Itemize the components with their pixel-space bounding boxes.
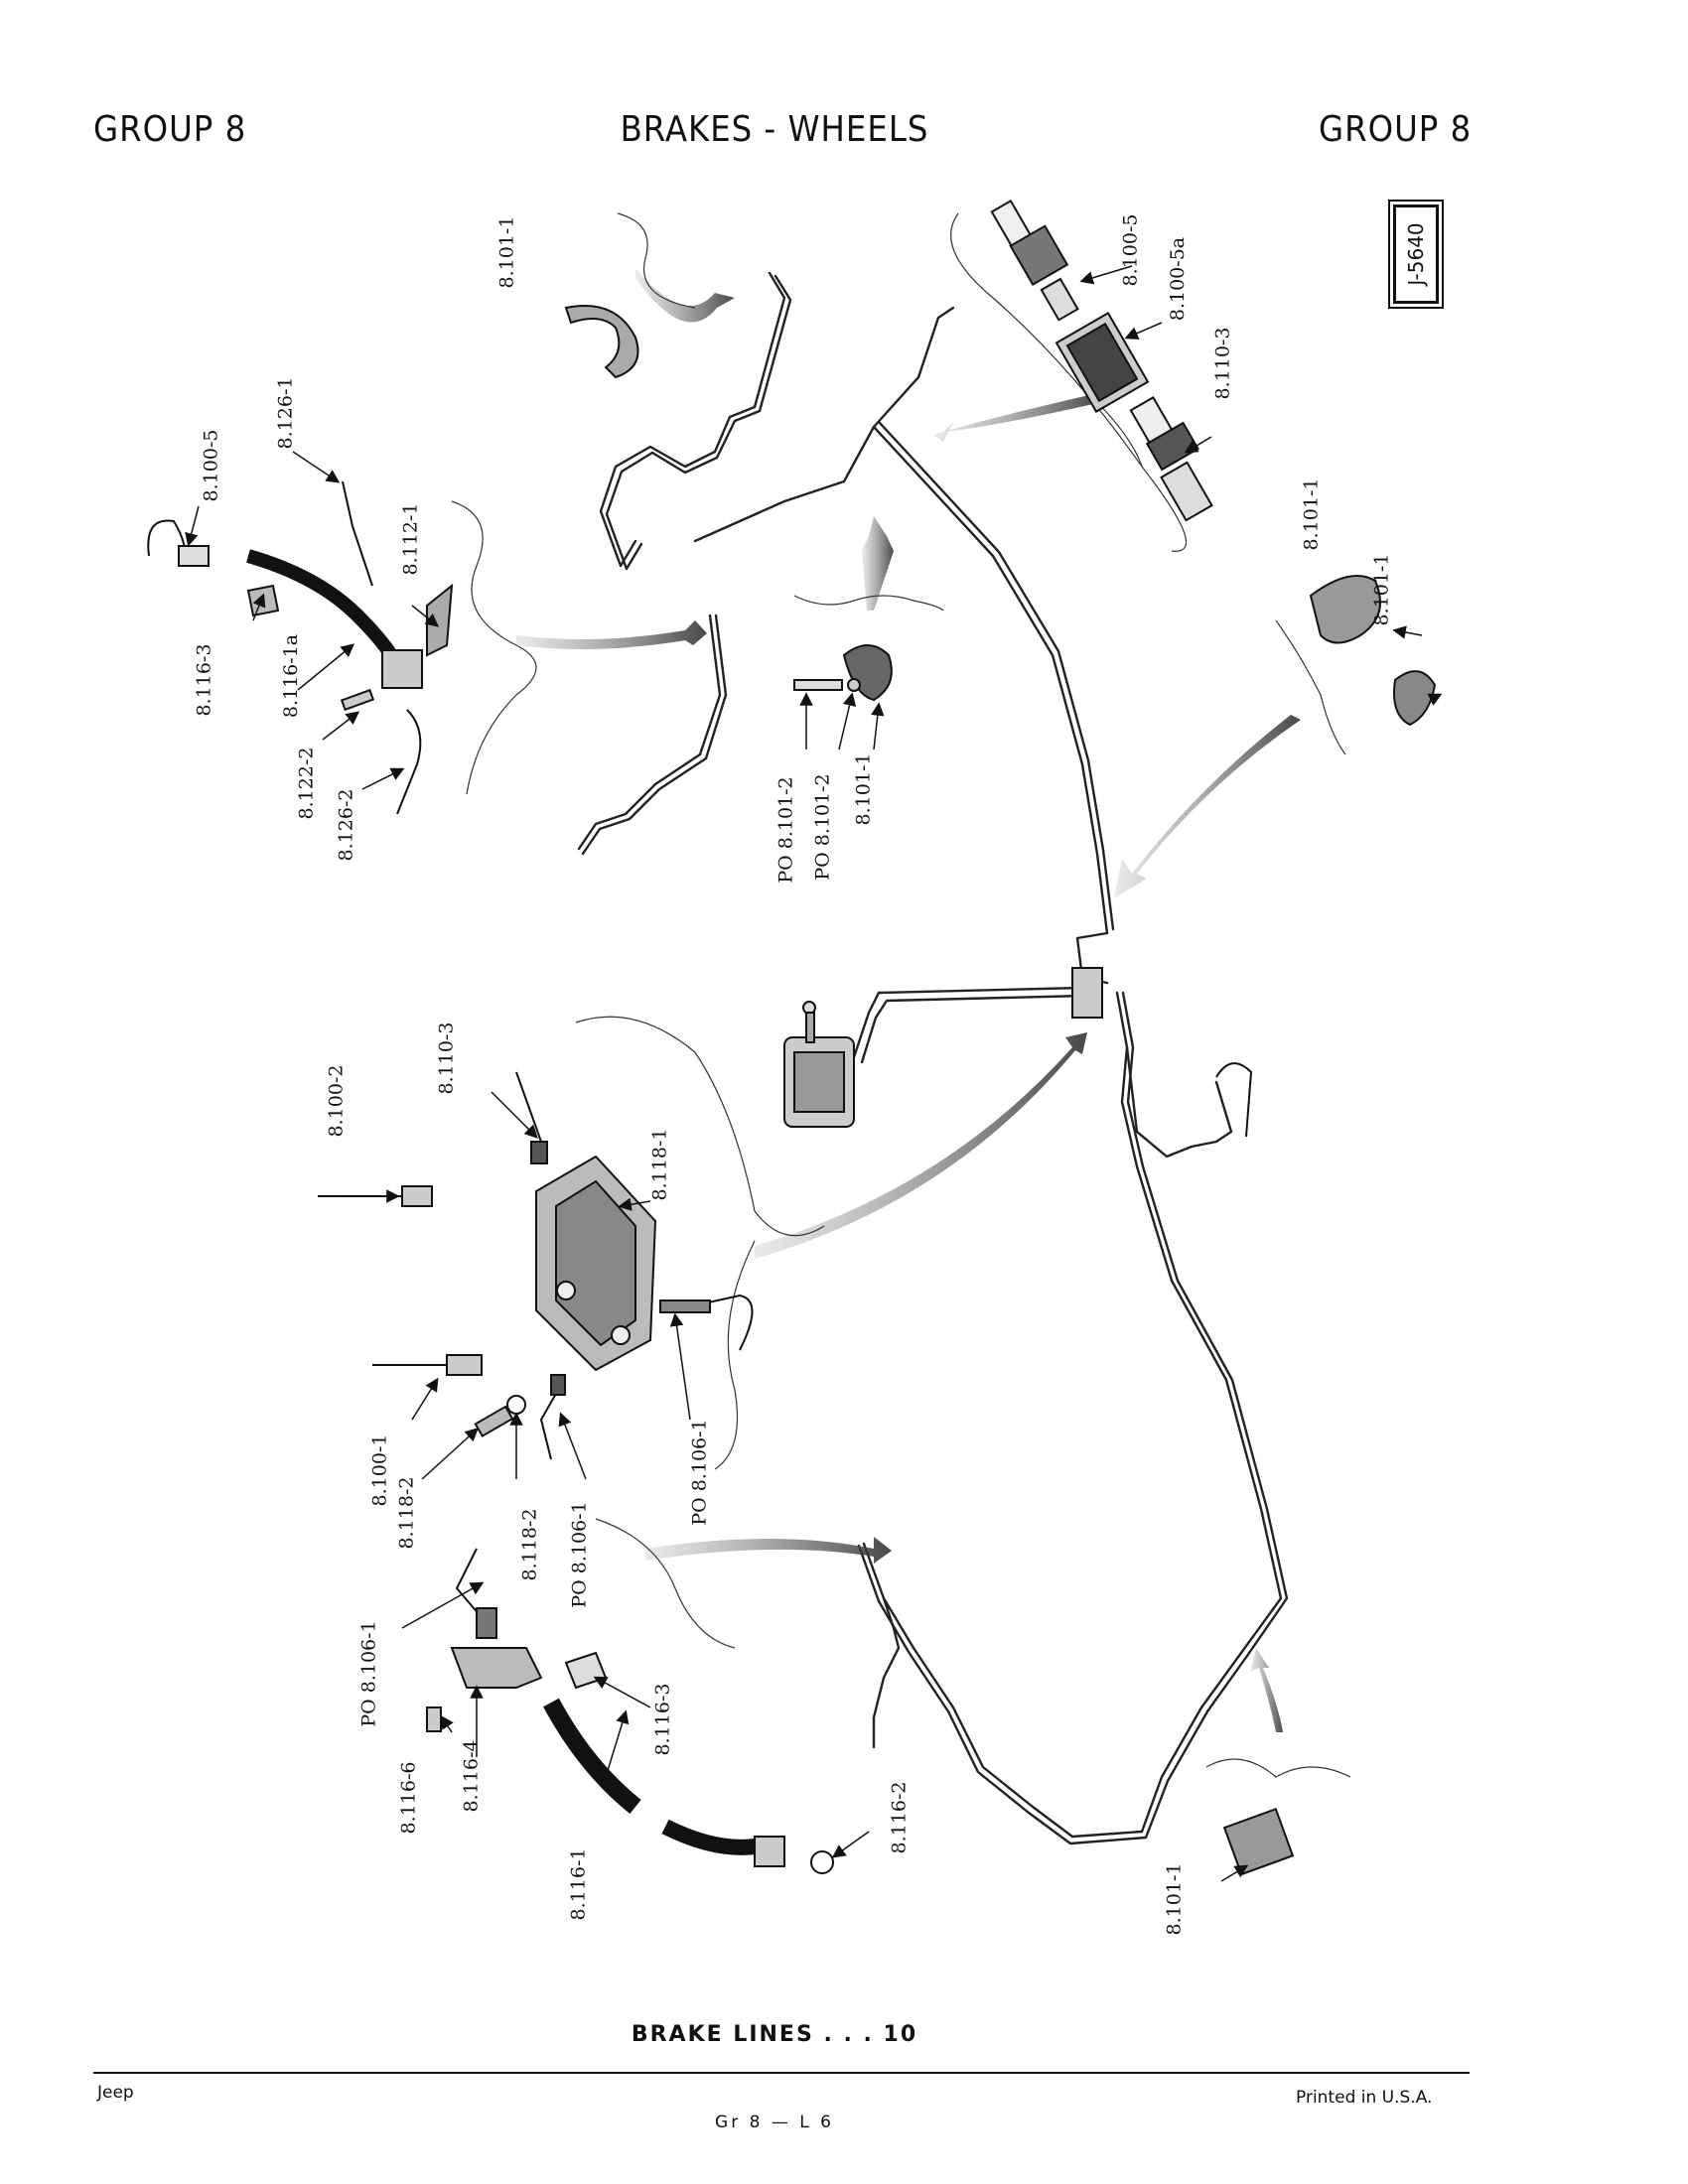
bolt-8118-2 xyxy=(474,1405,514,1437)
tube-8106-1 xyxy=(539,1384,562,1460)
footer-divider xyxy=(93,2072,1470,2074)
callout-arrows xyxy=(516,268,1301,1732)
rear-hose-fitting xyxy=(754,1836,785,1867)
label-8122-2: 8.122-2 xyxy=(295,747,318,820)
label-8116-2: 8.116-2 xyxy=(888,1781,911,1854)
footer-page-number: Gr 8 — L 6 xyxy=(715,2113,834,2132)
label-po-8106-1-right: PO 8.106-1 xyxy=(688,1419,711,1526)
label-8116-4: 8.116-4 xyxy=(460,1739,483,1813)
front-brake-tube-inner xyxy=(605,274,792,571)
label-8100-5-top: 8.100-5 xyxy=(1119,213,1142,287)
header-title: BRAKES - WHEELS xyxy=(620,109,929,150)
clip-right-b xyxy=(1393,670,1437,727)
rear-brake-tube-inner xyxy=(857,991,1289,1845)
label-po-8106-1-low: PO 8.106-1 xyxy=(357,1620,380,1727)
brake-switch-assembly xyxy=(783,1001,855,1128)
master-cylinder-tube-2 xyxy=(860,994,1086,1064)
spring-nut xyxy=(659,1299,711,1313)
master-cylinder-tube xyxy=(852,986,1084,1059)
nut-8100-1 xyxy=(446,1354,483,1376)
footer-brand: Jeep xyxy=(97,2083,134,2103)
rear-hose-end xyxy=(661,1819,756,1855)
right-hose-fitting xyxy=(1215,1062,1253,1138)
screw-8116-6 xyxy=(426,1706,442,1732)
label-po-8106-1-mid: PO 8.106-1 xyxy=(568,1501,591,1608)
main-diagonal-tube-inner xyxy=(878,421,1115,931)
label-8101-1-mid: 8.101-1 xyxy=(852,752,875,826)
bracket-8116-4 xyxy=(450,1647,543,1689)
label-8116-1a: 8.116-1a xyxy=(280,633,303,719)
nut-8100-2 xyxy=(401,1185,433,1207)
tube-left-lower xyxy=(396,709,422,815)
tube-right-block xyxy=(660,1294,754,1351)
label-8126-2: 8.126-2 xyxy=(335,788,357,862)
label-8101-1-bottom: 8.101-1 xyxy=(1163,1862,1186,1936)
label-8118-1: 8.118-1 xyxy=(648,1128,671,1201)
front-left-tube xyxy=(577,614,722,851)
washer-8118-2 xyxy=(506,1395,526,1415)
label-8100-5a: 8.100-5a xyxy=(1167,236,1190,322)
label-8110-3-mid: 8.110-3 xyxy=(435,1022,458,1095)
figure-caption: BRAKE LINES . . . 10 xyxy=(631,2022,918,2047)
hose-bracket xyxy=(426,583,454,657)
clip-left xyxy=(246,584,280,617)
label-8126-1: 8.126-1 xyxy=(274,376,297,450)
tube-left-upper xyxy=(342,480,373,587)
label-8112-1: 8.112-1 xyxy=(399,502,422,576)
label-8116-6: 8.116-6 xyxy=(397,1761,420,1835)
label-8116-3-low: 8.116-3 xyxy=(651,1683,674,1756)
clip-top xyxy=(564,305,639,379)
label-8101-1-top: 8.101-1 xyxy=(495,215,518,289)
header-group-left: GROUP 8 xyxy=(93,109,247,150)
clamp-mid xyxy=(842,644,893,702)
rear-tee xyxy=(1222,1807,1295,1876)
clip-8116-3 xyxy=(564,1651,608,1690)
union-bolt xyxy=(1129,395,1213,522)
main-diagonal-tube xyxy=(872,425,1109,935)
hose-fitting xyxy=(381,649,423,689)
figure-reference-box: J-5640 xyxy=(1388,200,1444,309)
rear-hose xyxy=(543,1698,641,1815)
tee-block xyxy=(1071,967,1103,1019)
front-left-tube-inner xyxy=(581,614,728,856)
bolt-left xyxy=(340,688,375,712)
bolt-mid xyxy=(793,679,843,691)
nut-8106-1 xyxy=(550,1374,566,1396)
tube-8110-3 xyxy=(515,1071,542,1143)
front-brake-tube xyxy=(599,271,786,568)
tube-nut-top xyxy=(990,199,1079,322)
label-po-8101-2a: PO 8.101-2 xyxy=(774,776,797,884)
nut-8110-3 xyxy=(530,1141,548,1164)
footer-printed: Printed in U.S.A. xyxy=(1296,2088,1433,2108)
label-8100-2: 8.100-2 xyxy=(325,1064,348,1138)
distribution-block xyxy=(535,1155,657,1372)
rear-brake-tube xyxy=(862,991,1283,1839)
fitting-left xyxy=(178,545,210,567)
label-8118-2a: 8.118-2 xyxy=(395,1476,418,1550)
label-8110-3-top: 8.110-3 xyxy=(1211,327,1234,400)
label-8100-5-left: 8.100-5 xyxy=(200,429,222,502)
header-group-right: GROUP 8 xyxy=(1319,109,1473,150)
upper-right-tube xyxy=(872,306,955,429)
label-8100-1: 8.100-1 xyxy=(368,1433,391,1507)
label-8101-1-right-b: 8.101-1 xyxy=(1370,553,1393,626)
label-8118-2b: 8.118-2 xyxy=(518,1508,541,1581)
cross-tube xyxy=(693,425,876,543)
washer-mid xyxy=(847,678,861,692)
rear-branch-tube xyxy=(872,1596,901,1749)
clip-right-a xyxy=(1309,575,1381,644)
label-8101-1-right-a: 8.101-1 xyxy=(1300,478,1323,551)
union-fitting xyxy=(1055,311,1150,414)
label-po-8101-2b: PO 8.101-2 xyxy=(811,773,834,881)
gasket-8116-2 xyxy=(810,1850,834,1874)
switch-branch-tube xyxy=(1125,1045,1233,1159)
label-8116-1: 8.116-1 xyxy=(567,1847,590,1921)
label-8116-3-top: 8.116-3 xyxy=(193,643,215,717)
nut-8106-1-low xyxy=(476,1607,497,1639)
